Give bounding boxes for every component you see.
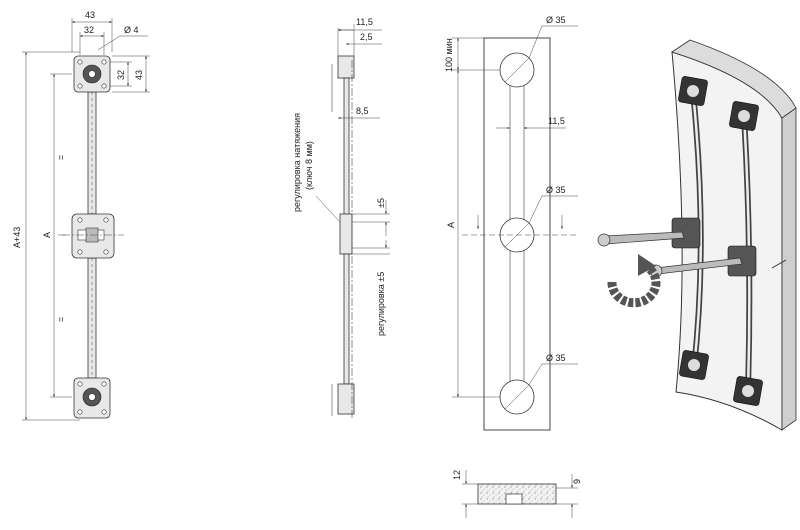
leader-hole <box>97 35 121 51</box>
middle-guide-side <box>339 213 353 255</box>
screw-hole <box>103 217 109 223</box>
screw-hole <box>77 409 83 415</box>
wrench-left-head <box>597 233 611 247</box>
tension-label-1: регулировка натяжения <box>292 113 302 212</box>
leader <box>528 363 543 386</box>
dim-d35-mid: Ø 35 <box>546 185 566 195</box>
iso-rod-left-highlight <box>691 91 703 369</box>
screw-hole <box>77 217 83 223</box>
dim-11-5-side: 11,5 <box>356 17 373 27</box>
leader <box>528 25 543 59</box>
bottom-bracket-hub <box>88 393 96 401</box>
screw-hole <box>101 59 107 65</box>
screw-hole <box>77 59 83 65</box>
dim-hole-4: Ø 4 <box>124 25 139 35</box>
diam-line <box>504 384 530 410</box>
top-bracket-hub <box>88 70 96 78</box>
isometric-view <box>597 39 797 431</box>
screw-hole <box>103 249 109 255</box>
rod-side-top <box>343 77 350 215</box>
dim-43-top: 43 <box>85 10 95 20</box>
plate-view: Ø 35 Ø 35 Ø 35 11,5 100 мин A <box>444 15 578 431</box>
dim-d35-top: Ø 35 <box>546 15 566 25</box>
tension-leader <box>315 195 341 223</box>
dim-11-5-plate: 11,5 <box>548 116 565 126</box>
door-panel-edge <box>781 107 797 431</box>
screw-hole <box>77 249 83 255</box>
dim-d35-bottom: Ø 35 <box>546 353 566 363</box>
rod-side-bottom <box>343 253 350 385</box>
rotation-arrowhead-icon <box>638 254 656 276</box>
front-view: 43 32 Ø 4 32 43 A+43 A = = <box>12 10 150 421</box>
iso-bracket-hub <box>738 110 750 122</box>
iso-bracket-hub <box>742 385 754 397</box>
side-view: 11,5 2,5 8,5 регулировка натяжения (ключ… <box>292 17 390 418</box>
edge-pin <box>771 259 787 269</box>
dim-43-side: 43 <box>134 70 144 80</box>
screw-hole <box>77 83 83 89</box>
screw-hole <box>101 83 107 89</box>
iso-bracket-hub <box>687 85 699 97</box>
equal-top: = <box>56 155 66 160</box>
adj-pm5: ±5 <box>376 198 386 208</box>
section-view: 12 9 <box>452 470 582 518</box>
dim-32-top: 32 <box>84 25 94 35</box>
top-bracket-side <box>337 55 355 79</box>
diam-line <box>504 57 530 83</box>
dim-12: 12 <box>452 470 462 480</box>
label-a-front: A <box>42 232 52 238</box>
screw-hole <box>101 409 107 415</box>
adj-label: регулировка ±5 <box>376 272 386 336</box>
section-groove <box>505 493 523 505</box>
screw-hole <box>77 381 83 387</box>
dim-2-5: 2,5 <box>360 32 373 42</box>
label-a-plus-43: A+43 <box>12 227 22 248</box>
dim-100-min: 100 мин <box>444 38 454 72</box>
dim-9: 9 <box>572 479 582 484</box>
tension-label-2: (ключ 8 мм) <box>304 141 314 190</box>
label-a-plate: A <box>446 222 456 228</box>
dim-8-5: 8,5 <box>356 106 369 116</box>
iso-bracket-hub <box>688 359 700 371</box>
dim-32-side: 32 <box>116 70 126 80</box>
leader <box>528 195 543 224</box>
equal-bottom: = <box>56 317 66 322</box>
rotation-arrow-icon <box>607 262 661 308</box>
screw-hole <box>101 381 107 387</box>
bottom-bracket-side <box>337 383 355 415</box>
